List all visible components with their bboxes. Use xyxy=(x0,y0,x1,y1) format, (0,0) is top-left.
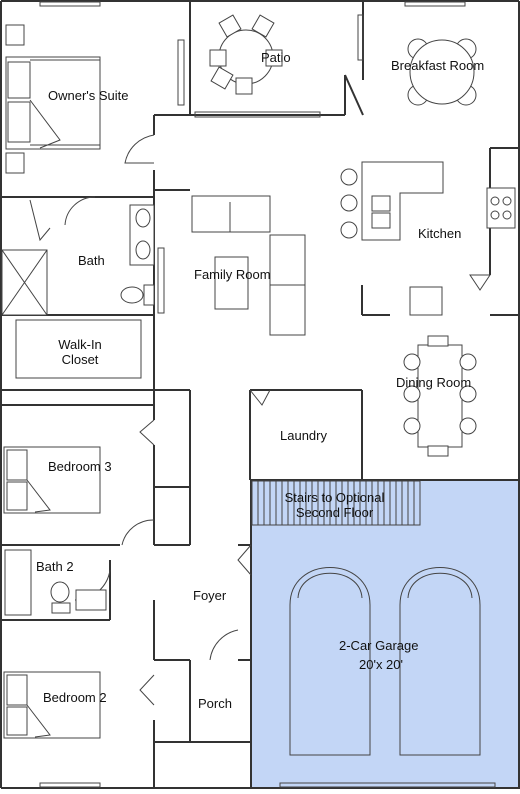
room-label-foyer: Foyer xyxy=(193,588,227,603)
room-label-bath: Bath xyxy=(78,253,105,268)
garage-area xyxy=(250,479,520,789)
stairs xyxy=(251,480,421,526)
garage-cars xyxy=(279,567,496,788)
breakfast-table xyxy=(407,38,477,106)
room-label-walk-in-closet: Walk-In Closet xyxy=(58,337,102,367)
windows xyxy=(39,1,466,788)
room-label-bedroom-2: Bedroom 2 xyxy=(43,690,107,705)
room-label-porch: Porch xyxy=(198,696,232,711)
closet-shelf xyxy=(15,319,142,379)
room-label-breakfast-room: Breakfast Room xyxy=(391,58,485,73)
family-room-furniture xyxy=(191,195,306,336)
room-label-bath-2: Bath 2 xyxy=(36,559,74,574)
kitchen-fixtures xyxy=(340,161,516,316)
room-label-laundry: Laundry xyxy=(280,428,327,443)
room-label-kitchen: Kitchen xyxy=(418,226,462,241)
room-label-patio: Patio xyxy=(261,50,291,65)
room-label-bedroom-3: Bedroom 3 xyxy=(48,459,112,474)
patio-table xyxy=(209,14,283,95)
room-label-garage-name: 2-Car Garage xyxy=(339,638,419,653)
bath-fixtures xyxy=(1,204,155,616)
bedroom-beds xyxy=(3,446,101,739)
owners-bed xyxy=(5,24,101,174)
room-label-owners-suite: Owner's Suite xyxy=(48,88,129,103)
room-label-dining-room: Dining Room xyxy=(396,375,472,390)
room-label-garage-size: 20'x 20' xyxy=(359,657,403,672)
dining-table xyxy=(403,335,477,457)
room-label-stairs: Stairs to Optional Second Floor xyxy=(284,490,385,520)
room-label-family-room: Family Room xyxy=(194,267,271,282)
